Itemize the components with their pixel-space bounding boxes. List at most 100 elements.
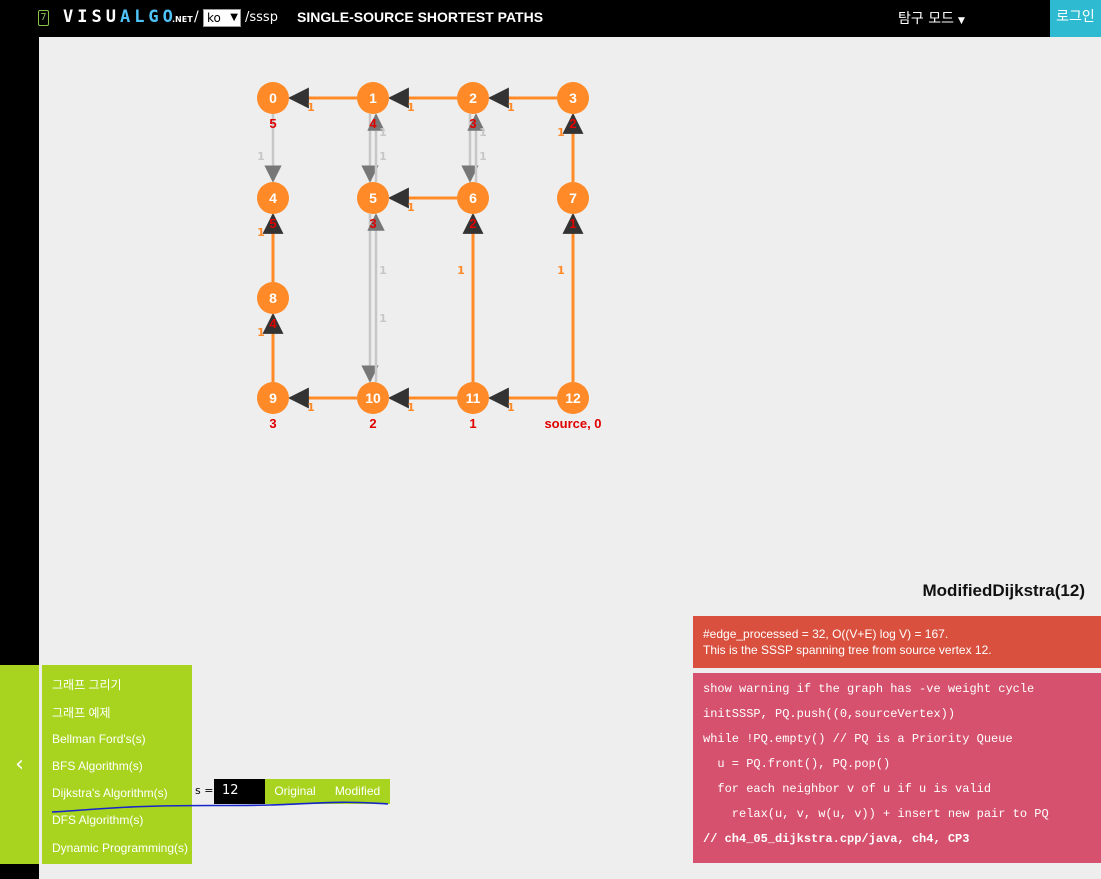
vertex-2[interactable]: 23 [457, 82, 489, 131]
brand-net-suffix: .NET [172, 15, 193, 24]
brand-part-visu: VISU [63, 7, 120, 27]
login-button[interactable]: 로그인 [1050, 0, 1101, 37]
vertex-label: 11 [466, 390, 481, 406]
vertex-11[interactable]: 111 [457, 382, 489, 431]
top-navbar: 7 VISUALGO .NET / ko ▼ /sssp SINGLE-SOUR… [0, 0, 1101, 37]
action-example-graphs[interactable]: 그래프 예제 [52, 706, 111, 720]
vertex-circle[interactable] [257, 382, 289, 414]
status-panel: #edge_processed = 32, O((V+E) log V) = 1… [693, 616, 1101, 668]
vertex-circle[interactable] [357, 182, 389, 214]
edge-weight-label: 1 [457, 264, 465, 277]
vertex-circle[interactable] [457, 382, 489, 414]
original-dijkstra-button[interactable]: Original [265, 779, 325, 804]
vertex-label: 12 [565, 390, 581, 406]
actions-menu: 그래프 그리기 그래프 예제 Bellman Ford's(s) BFS Alg… [42, 665, 192, 864]
path-separator: / [194, 9, 199, 25]
vertex-8[interactable]: 84 [257, 282, 289, 331]
edge-weight-label: 1 [307, 101, 315, 114]
edge-weight-label: 1 [379, 312, 387, 325]
vertex-distance: 2 [469, 216, 476, 231]
vertex-distance: 3 [369, 216, 376, 231]
action-draw-graph[interactable]: 그래프 그리기 [52, 678, 122, 692]
vertex-circle[interactable] [357, 382, 389, 414]
edge-weight-label: 1 [257, 226, 265, 239]
edge-weight-label: 1 [407, 101, 415, 114]
vertex-label: 4 [269, 190, 277, 206]
action-bfs[interactable]: BFS Algorithm(s) [52, 759, 143, 773]
edge-weight-label: 1 [479, 126, 487, 139]
chevron-down-icon: ▼ [230, 12, 238, 23]
vertex-3[interactable]: 32 [557, 82, 589, 131]
vertex-circle[interactable] [257, 82, 289, 114]
modified-dijkstra-button[interactable]: Modified [325, 779, 390, 804]
vertex-circle[interactable] [257, 282, 289, 314]
vertex-label: 8 [269, 290, 277, 306]
vertex-1[interactable]: 14 [357, 82, 389, 131]
language-select[interactable]: ko ▼ [203, 9, 241, 27]
vertex-circle[interactable] [257, 182, 289, 214]
code-line: while !PQ.empty() // PQ is a Priority Qu… [703, 732, 1013, 746]
vertex-10[interactable]: 102 [357, 382, 389, 431]
vertex-label: 3 [569, 90, 577, 106]
vertex-label: 1 [369, 90, 377, 106]
action-dijkstra[interactable]: Dijkstra's Algorithm(s) [52, 786, 168, 800]
brand-logo[interactable]: VISUALGO [63, 7, 177, 27]
vertex-distance: 5 [269, 216, 276, 231]
edge-weight-label: 1 [507, 101, 515, 114]
vertex-circle[interactable] [557, 182, 589, 214]
vertex-0[interactable]: 05 [257, 82, 289, 131]
vertex-6[interactable]: 62 [457, 182, 489, 231]
vertex-circle[interactable] [457, 82, 489, 114]
vertex-label: 2 [469, 90, 477, 106]
vertex-7[interactable]: 71 [557, 182, 589, 231]
vertex-4[interactable]: 45 [257, 182, 289, 231]
edge-weight-label: 1 [379, 126, 387, 139]
algorithm-title: ModifiedDijkstra(12) [922, 581, 1085, 600]
actions-collapse-toggle[interactable]: ‹ [0, 665, 39, 864]
code-line: u = PQ.front(), PQ.pop() [703, 757, 891, 771]
brand-part-algo: ALGO [119, 7, 177, 27]
edge-weight-label: 1 [479, 150, 487, 163]
action-dfs[interactable]: DFS Algorithm(s) [52, 813, 144, 827]
caret-down-icon: ▼ [957, 16, 965, 26]
vertex-label: 5 [369, 190, 377, 206]
vertex-label: 10 [365, 390, 381, 406]
vertex-5[interactable]: 53 [357, 182, 389, 231]
vertex-label: 7 [569, 190, 577, 206]
vertex-distance: 2 [569, 116, 576, 131]
pseudocode-panel: show warning if the graph has -ve weight… [693, 673, 1101, 863]
vertex-circle[interactable] [357, 82, 389, 114]
status-line: This is the SSSP spanning tree from sour… [703, 643, 992, 657]
edge-weight-label: 1 [557, 264, 565, 277]
code-line: initSSSP, PQ.push((0,sourceVertex)) [703, 707, 956, 721]
source-vertex-input[interactable]: 12 [214, 779, 265, 804]
mode-menu[interactable]: 탐구 모드▼ [898, 8, 965, 28]
vertex-label: 0 [269, 90, 277, 106]
vertex-9[interactable]: 93 [257, 382, 289, 431]
visualgo-logo-icon[interactable]: 7 [38, 10, 49, 26]
vertex-circle[interactable] [457, 182, 489, 214]
action-bellman-ford[interactable]: Bellman Ford's(s) [52, 732, 146, 746]
chevron-left-icon: ‹ [15, 752, 24, 777]
edge-weight-label: 1 [407, 201, 415, 214]
edge-weight-label: 1 [257, 150, 265, 163]
status-line: #edge_processed = 32, O((V+E) log V) = 1… [703, 627, 949, 641]
edge-weight-label: 1 [379, 264, 387, 277]
edge-weight-label: 1 [307, 401, 315, 414]
vertex-distance: 3 [469, 116, 476, 131]
vertex-circle[interactable] [557, 382, 589, 414]
vertex-distance: 4 [369, 116, 377, 131]
code-line: show warning if the graph has -ve weight… [703, 682, 1035, 696]
edge-weight-label: 1 [257, 326, 265, 339]
edge-weight-label: 1 [407, 401, 415, 414]
vertex-circle[interactable] [557, 82, 589, 114]
edge-weight-label: 1 [379, 150, 387, 163]
action-dynamic-programming[interactable]: Dynamic Programming(s) [52, 841, 189, 855]
page-path: /sssp [245, 10, 278, 25]
vertex-label: 9 [269, 390, 277, 406]
vertex-distance: 1 [569, 216, 576, 231]
page-title: SINGLE-SOURCE SHORTEST PATHS [297, 9, 544, 25]
